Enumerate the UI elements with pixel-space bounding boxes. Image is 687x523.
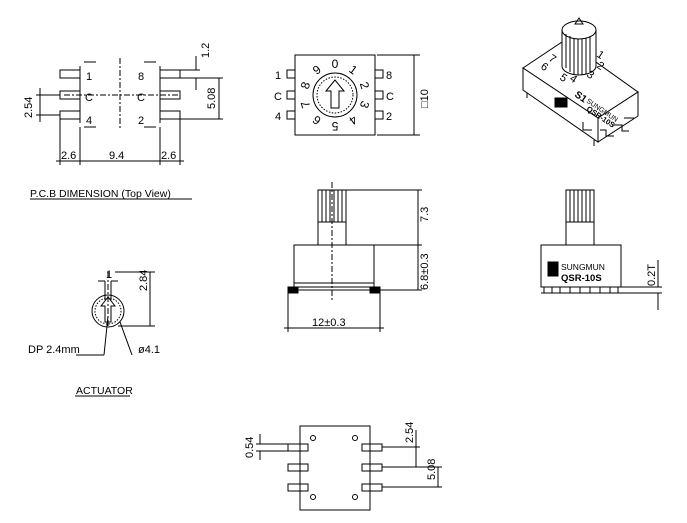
pcb-caption: P.C.B DIMENSION (Top View) (30, 188, 171, 200)
front-body-dimension: 6.8±0.3 (419, 253, 431, 290)
pcb-row-span-dimension: 5.08 (206, 88, 218, 109)
top-pin-8-label: 8 (386, 70, 392, 82)
iso-digit-6: 6 (538, 61, 550, 74)
front-view (284, 182, 422, 332)
pcb-pad-1 (59, 69, 81, 79)
side-standoff-dimension: 0.2T (646, 264, 658, 286)
iso-digit-1: 1 (594, 49, 606, 62)
actuator-width-dimension: 1 (106, 269, 112, 281)
bottom-row-span-dimension: 5.08 (426, 459, 438, 480)
dial-digit-6: 6 (310, 112, 324, 127)
pcb-pin-2-label: 2 (138, 115, 144, 127)
iso-digit-4: 4 (567, 73, 579, 86)
side-model-text: QSR-10S (561, 273, 602, 284)
dial-digit-4: 4 (346, 112, 360, 127)
dial-digit-2: 2 (357, 80, 372, 91)
pcb-pin-c-right-label: C (137, 92, 145, 104)
iso-digit-ring: 7 6 5 4 3 2 1 (538, 49, 606, 86)
side-view (540, 189, 662, 310)
dial-digit-5: 5 (331, 119, 338, 133)
front-width-dimension: 12±0.3 (312, 317, 346, 329)
dial-digit-7: 7 (298, 99, 313, 110)
pcb-pin-4-label: 4 (86, 115, 92, 127)
actuator-caption: ACTUATOR (76, 385, 133, 397)
pcb-pad-2 (159, 110, 181, 120)
dial-digit-1: 1 (346, 62, 360, 77)
top-pin-c-left-label: C (274, 91, 282, 103)
iso-digit-2: 2 (594, 60, 606, 73)
pcb-pin-1-label: 1 (86, 71, 92, 83)
top-pin-1-label: 1 (275, 70, 281, 82)
actuator-depth-dimension: DP 2.4mm (28, 344, 80, 356)
dial-digit-9: 9 (310, 62, 324, 77)
pcb-pad-8 (159, 69, 181, 79)
bottom-pad-width-dimension: 0.54 (244, 437, 256, 458)
top-view-dial (286, 54, 420, 136)
side-brand-text: SUNGMUN (561, 262, 605, 272)
iso-digit-7: 7 (546, 53, 558, 66)
pcb-pad-4 (59, 110, 81, 120)
pcb-footprint-view (30, 56, 223, 200)
top-pin-4-label: 4 (275, 111, 281, 123)
dial-digit-0: 0 (332, 57, 339, 71)
actuator-view (75, 271, 155, 397)
pcb-center-dimension: 9.4 (109, 150, 124, 162)
pcb-right-dimension: 2.6 (161, 150, 176, 162)
iso-digit-5: 5 (557, 72, 569, 85)
top-square-dimension: □10 (419, 89, 431, 108)
dial-digit-8: 8 (298, 80, 313, 91)
pcb-pitch-dimension: 2.54 (23, 97, 35, 118)
pcb-pin-c-left-label: C (85, 92, 93, 104)
dial-digit-3: 3 (357, 99, 372, 110)
top-pin-2-label: 2 (386, 111, 392, 123)
actuator-height-dimension: 2.84 (138, 270, 150, 291)
isometric-view (522, 17, 639, 146)
bottom-view (256, 425, 442, 511)
front-shaft-dimension: 7.3 (419, 207, 431, 222)
pcb-pad-height-dimension: 1.2 (200, 43, 212, 58)
top-pin-c-right-label: C (386, 91, 394, 103)
pcb-pin-8-label: 8 (138, 71, 144, 83)
actuator-diameter-dimension: ø4.1 (138, 344, 160, 356)
bottom-pitch-dimension: 2.54 (404, 422, 416, 443)
pcb-pad-c-right (159, 90, 181, 100)
pcb-left-dimension: 2.6 (61, 150, 76, 162)
iso-digit-3: 3 (584, 69, 596, 82)
